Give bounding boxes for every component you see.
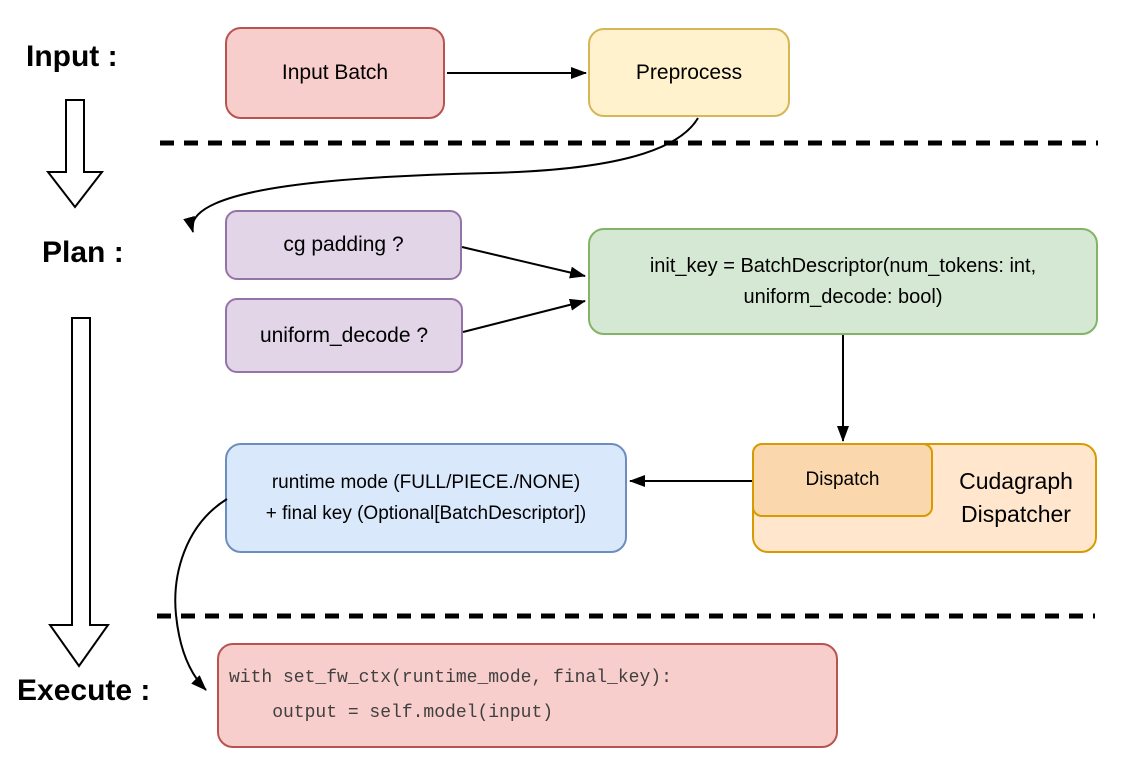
- cudagraph-dispatcher-title: Cudagraph Dispatcher: [933, 445, 1099, 551]
- execute-code-line2: output = self.model(input): [229, 702, 554, 723]
- node-init-key-line1: init_key = BatchDescriptor(num_tokens: i…: [649, 254, 1037, 277]
- node-dispatch: Dispatch: [752, 443, 933, 517]
- node-uniform-decode: uniform_decode ?: [225, 298, 463, 373]
- cudagraph-dispatcher-line2: Dispatcher: [961, 501, 1071, 527]
- execute-code-line1: with set_fw_ctx(runtime_mode, final_key)…: [229, 667, 672, 688]
- node-execute-code: with set_fw_ctx(runtime_mode, final_key)…: [217, 643, 838, 748]
- hollow-arrow-input-to-plan: [45, 99, 105, 209]
- node-preprocess-label: Preprocess: [635, 60, 743, 84]
- arrow-cg-padding-to-init-key: [461, 246, 586, 279]
- stage-label-plan: Plan :: [42, 236, 124, 269]
- arrow-uniform-decode-to-init-key: [462, 298, 586, 333]
- node-runtime-mode: runtime mode (FULL/PIECE./NONE) + final …: [225, 443, 627, 553]
- cudagraph-dispatcher-line1: Cudagraph: [959, 468, 1073, 494]
- node-input-batch: Input Batch: [225, 27, 445, 119]
- node-init-key: init_key = BatchDescriptor(num_tokens: i…: [588, 228, 1098, 335]
- node-uniform-decode-label: uniform_decode ?: [259, 323, 429, 347]
- node-runtime-mode-line1: runtime mode (FULL/PIECE./NONE): [271, 472, 581, 493]
- node-cg-padding: cg padding ?: [225, 210, 462, 280]
- hollow-arrow-plan-to-execute: [48, 317, 110, 668]
- node-input-batch-label: Input Batch: [281, 61, 389, 84]
- stage-label-input: Input :: [26, 40, 118, 73]
- node-runtime-mode-line2: + final key (Optional[BatchDescriptor]): [265, 503, 587, 524]
- node-preprocess: Preprocess: [588, 28, 790, 117]
- node-dispatch-label: Dispatch: [805, 469, 880, 490]
- node-init-key-line2: uniform_decode: bool): [743, 285, 943, 308]
- stage-label-execute: Execute :: [17, 674, 151, 707]
- node-cg-padding-label: cg padding ?: [283, 233, 404, 256]
- node-cudagraph-dispatcher: Dispatch Cudagraph Dispatcher: [752, 443, 1097, 553]
